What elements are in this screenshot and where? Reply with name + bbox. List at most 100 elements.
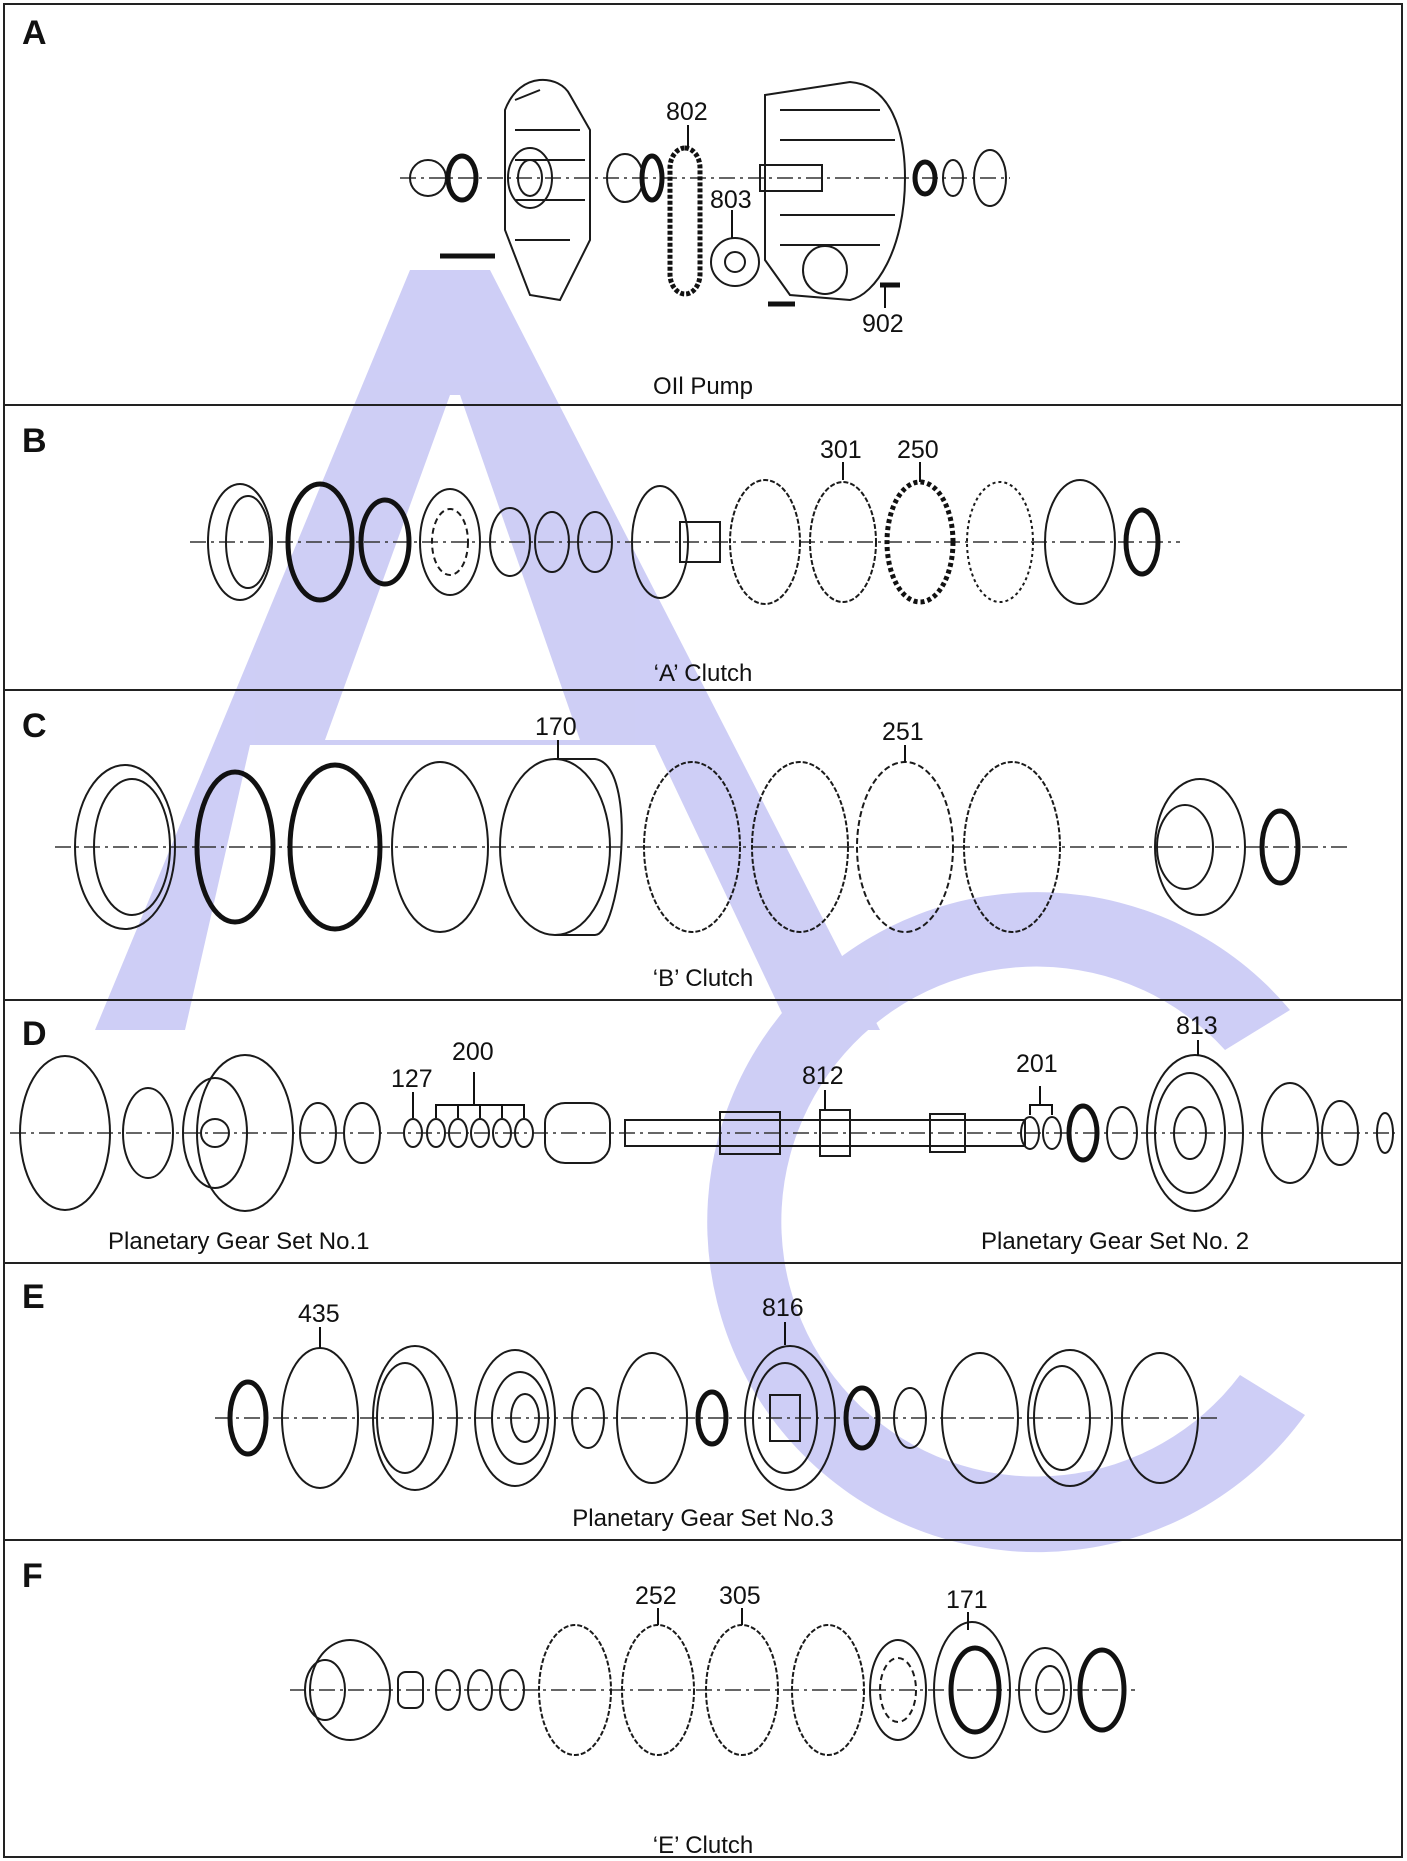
bearing-part: [843, 1385, 881, 1451]
driven-sprocket-part: [710, 237, 760, 287]
steel-plate-part: [751, 761, 849, 933]
panel-b: B 301 250 ‘A’ Clutch: [22, 422, 1180, 687]
seal-ring-part: [285, 481, 355, 603]
callout-200: 200: [452, 1038, 494, 1066]
bearing-part: [227, 1379, 269, 1457]
callout-816: 816: [762, 1294, 804, 1322]
seal-ring-part: [403, 1118, 423, 1148]
thrust-washer-part: [299, 1102, 337, 1164]
piston-part: [207, 483, 273, 601]
ring-gear-part: [1027, 1349, 1113, 1487]
steel-plate-part: [791, 1624, 865, 1756]
panel-b-letter: B: [22, 422, 47, 460]
ring-gear-part: [372, 1345, 458, 1491]
steel-plate-part: [809, 481, 877, 603]
planetary-carrier-part: [744, 1345, 836, 1491]
panel-e: E 435 816 Planetar: [22, 1278, 1222, 1532]
callout-802: 802: [666, 98, 708, 126]
callout-171: 171: [946, 1586, 988, 1614]
bearing-sleeve-part: [606, 153, 665, 203]
seal-ring-part: [470, 1118, 490, 1148]
panel-e-letter: E: [22, 1278, 45, 1316]
carrier-plate-part: [1261, 1082, 1319, 1184]
callout-812: 812: [802, 1062, 844, 1090]
bearing-part: [1259, 808, 1301, 886]
panel-a: A: [22, 14, 1010, 400]
clutch-hub-part: [1154, 778, 1246, 916]
clutch-hub-part: [304, 1639, 391, 1741]
callout-305: 305: [719, 1582, 761, 1610]
panel-f-caption: ‘E’ Clutch: [653, 1832, 753, 1859]
seal-ring-part: [426, 1118, 446, 1148]
panel-a-letter: A: [22, 14, 47, 52]
bearing-part: [1123, 507, 1161, 577]
seal-ring-part: [448, 1118, 468, 1148]
panel-a-caption: OIl Pump: [653, 373, 753, 400]
seal-ring-part: [492, 1118, 512, 1148]
planetary-carrier-part: [182, 1054, 294, 1212]
pump-cover-part: [409, 78, 591, 302]
snap-ring-part: [616, 1352, 688, 1484]
callout-435: 435: [298, 1300, 340, 1328]
main-shaft-part: [624, 1109, 1026, 1157]
seal-ring-part: [358, 497, 412, 587]
callout-250: 250: [897, 436, 939, 464]
clutch-drum-part: [499, 758, 623, 936]
callout-170: 170: [535, 713, 577, 741]
thrust-washer-part: [534, 511, 570, 573]
bearing-part: [695, 1389, 729, 1447]
callout-902: 902: [862, 310, 904, 338]
piston-part: [74, 764, 176, 930]
seal-ring-part: [1042, 1116, 1062, 1150]
friction-plate-part: [884, 479, 956, 605]
thrust-washer-part: [343, 1102, 381, 1164]
pump-seal-rings-part: [912, 149, 1007, 207]
ring-gear-snap-part: [19, 1055, 111, 1211]
planetary-carrier-part: [1146, 1054, 1244, 1212]
callout-813: 813: [1176, 1012, 1218, 1040]
steel-plate-part: [963, 761, 1061, 933]
callout-127: 127: [391, 1065, 433, 1093]
callout-201: 201: [1016, 1050, 1058, 1078]
panel-d-letter: D: [22, 1015, 47, 1053]
snap-ring-part: [941, 1352, 1019, 1484]
seal-ring-part: [1077, 1647, 1127, 1733]
callout-252: 252: [635, 1582, 677, 1610]
snap-ring-part: [499, 1669, 525, 1711]
sun-gear-part: [544, 1102, 611, 1164]
panel-d-caption-right: Planetary Gear Set No. 2: [981, 1228, 1249, 1255]
steel-plate-part: [643, 761, 741, 933]
panel-b-caption: ‘A’ Clutch: [654, 660, 753, 687]
panel-f-letter: F: [22, 1557, 43, 1595]
seal-ring-part: [194, 769, 276, 925]
seal-ring-part: [1020, 1116, 1040, 1150]
friction-plate-part: [966, 481, 1034, 603]
drive-chain-part: [667, 145, 703, 297]
outer-frame: [3, 3, 1403, 1858]
seal-ring-part: [467, 1669, 493, 1711]
watermark-logo: [95, 270, 1305, 1553]
snap-ring-part: [1376, 1112, 1394, 1154]
panel-c-letter: C: [22, 707, 47, 745]
bearing-part: [1066, 1103, 1100, 1163]
clutch-hub-part: [631, 485, 721, 599]
seal-ring-part: [435, 1669, 461, 1711]
callout-251: 251: [882, 718, 924, 746]
spring-plate-part: [419, 488, 481, 596]
pump-body-part: [759, 80, 907, 307]
steel-plate-part: [538, 1624, 612, 1756]
piston-housing-part: [1018, 1647, 1072, 1733]
panel-e-caption: Planetary Gear Set No.3: [572, 1505, 833, 1532]
seal-ring-part: [391, 761, 489, 933]
steel-plate-part: [729, 479, 801, 605]
snap-ring-part: [1121, 1352, 1199, 1484]
thrust-washer-part: [1106, 1106, 1138, 1160]
panel-c-caption: ‘B’ Clutch: [653, 965, 753, 992]
snap-ring-part: [1321, 1100, 1359, 1166]
panel-c: C 170 251 ‘B’ Clutch: [22, 707, 1352, 992]
callout-301: 301: [820, 436, 862, 464]
thrust-washer-part: [577, 511, 613, 573]
snap-ring-part: [489, 507, 531, 577]
seal-ring-part: [287, 762, 383, 932]
